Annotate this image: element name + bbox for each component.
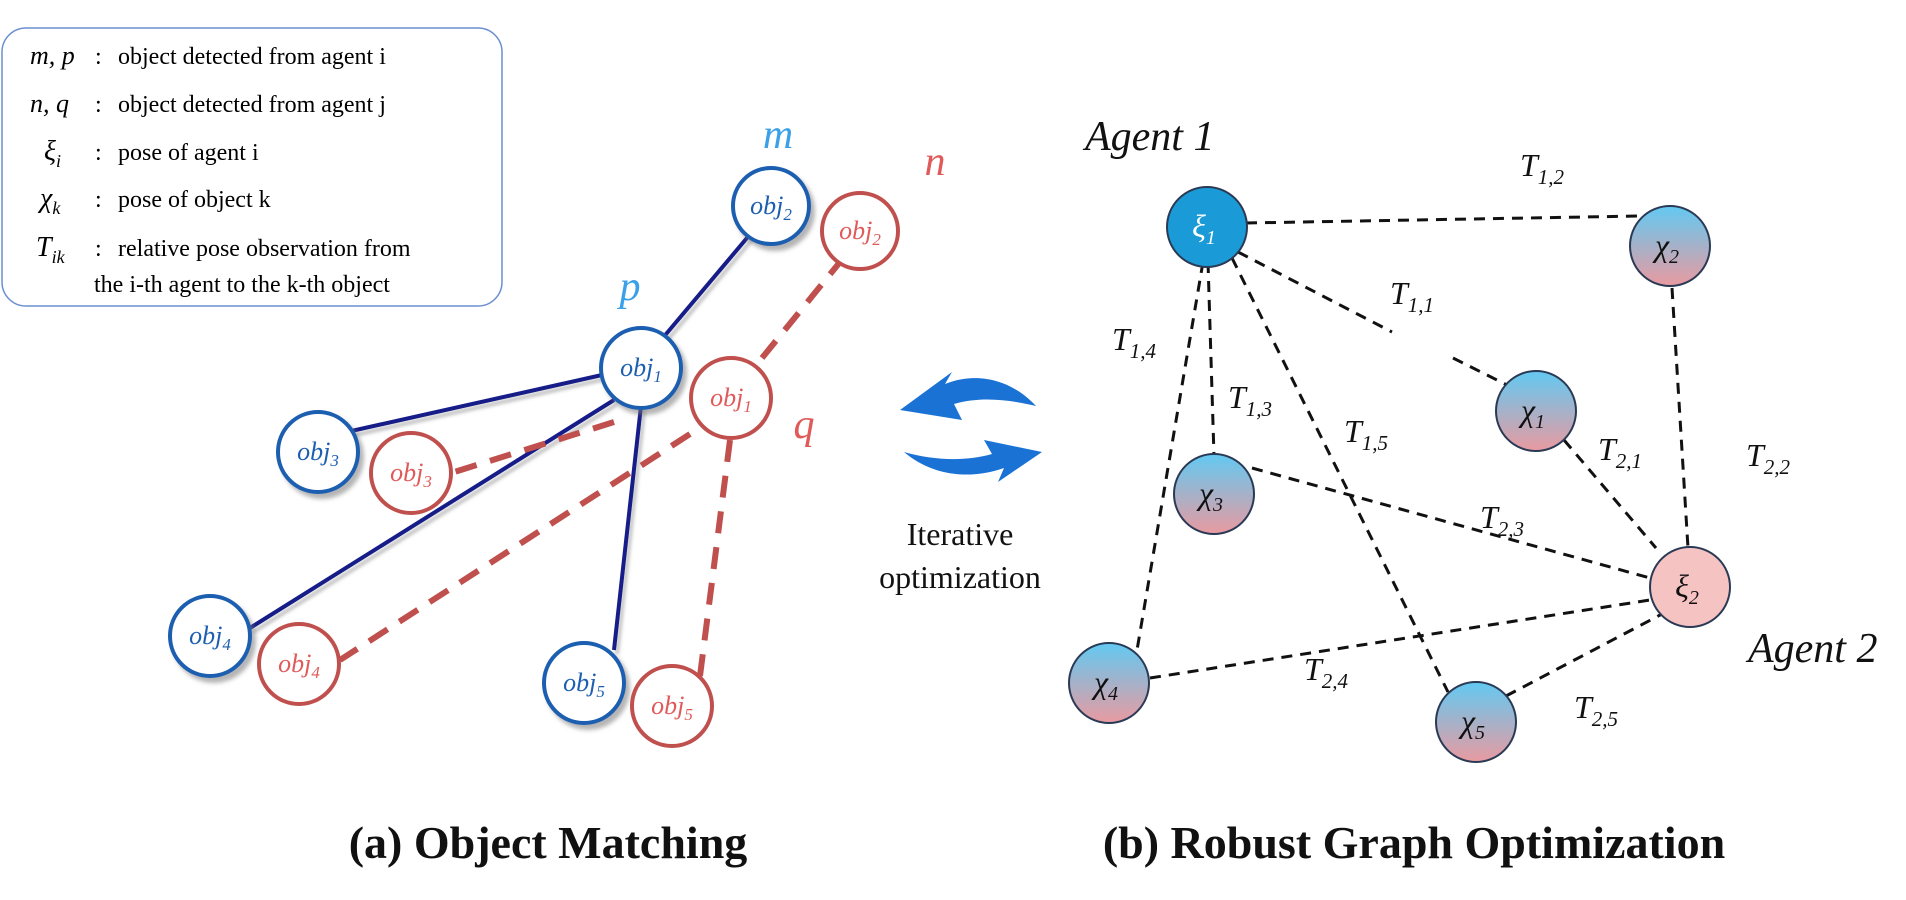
edge-label-t23: T2,3 (1480, 499, 1524, 541)
edge-xi1-chi5 (1230, 257, 1450, 693)
edge-label-t22: T2,2 (1746, 437, 1791, 479)
edge-xi1-chi2 (1245, 214, 1641, 225)
svg-text:obj5: obj5 (563, 668, 605, 701)
red-node-obj5: obj5 (630, 664, 714, 748)
red-nodes: obj2 obj1 obj3 obj4 obj5 (257, 191, 900, 748)
legend-desc-3: pose of agent i (118, 140, 259, 166)
red-node-obj2: obj2 (820, 191, 900, 271)
iteration-indicator: Iterative optimization (879, 372, 1042, 595)
blue-node-obj3: obj3 (276, 410, 360, 494)
legend-desc-1: object detected from agent i (118, 44, 386, 70)
blue-edge-1-5 (612, 405, 643, 651)
red-edge-1-2 (759, 260, 843, 360)
legend-desc-5b: the i-th agent to the k-th object (94, 272, 390, 298)
svg-text:ξ1: ξ1 (1192, 208, 1216, 249)
blue-edge-1-4 (248, 398, 616, 630)
blue-nodes: obj2 obj1 obj3 obj4 obj5 (168, 166, 811, 725)
label-n: n (925, 139, 946, 185)
svg-text:obj1: obj1 (710, 383, 752, 416)
svg-text:χ3: χ3 (1196, 475, 1223, 516)
legend-colon-5: : (95, 236, 102, 262)
label-m: m (763, 112, 793, 158)
red-edge-1-5 (697, 439, 733, 677)
legend-colon-3: : (95, 140, 102, 166)
blue-node-obj2: obj2 (731, 166, 811, 246)
svg-text:obj3: obj3 (297, 437, 339, 470)
red-node-obj3: obj3 (369, 431, 453, 515)
agent2-label: Agent 2 (1745, 626, 1877, 672)
edge-chi5-xi2 (1505, 612, 1663, 698)
node-chi1: χ1 (1495, 370, 1577, 452)
svg-text:ξ2: ξ2 (1675, 568, 1699, 609)
edge-chi1-gap (1452, 356, 1508, 387)
edge-chi4-xi2 (1149, 598, 1651, 680)
iteration-label-line2: optimization (879, 559, 1041, 595)
edge-label-t13: T1,3 (1228, 379, 1272, 421)
agent1-label: Agent 1 (1082, 114, 1214, 160)
edge-chi2-xi2 (1670, 287, 1690, 549)
legend-desc-4: pose of object k (118, 187, 271, 213)
red-node-obj4: obj4 (257, 622, 341, 706)
svg-text:obj2: obj2 (750, 191, 792, 224)
svg-text:χ1: χ1 (1518, 392, 1545, 433)
legend-colon-4: : (95, 187, 102, 213)
legend: m, p : object detected from agent i n, q… (1, 27, 503, 307)
graph-nodes: ξ1 χ2 χ1 χ3 ξ2 χ4 (1068, 186, 1731, 763)
red-edges (338, 260, 843, 677)
node-chi3: χ3 (1173, 453, 1255, 535)
legend-symbol-t: Tik (36, 232, 66, 267)
legend-desc-5: relative pose observation from (118, 236, 411, 262)
svg-text:obj1: obj1 (620, 353, 662, 386)
edge-label-t11: T1,1 (1390, 275, 1434, 317)
caption-object-matching: (a) Object Matching (349, 817, 748, 868)
blue-node-obj5: obj5 (542, 641, 626, 725)
legend-colon-2: : (95, 92, 102, 118)
edge-label-t24: T2,4 (1304, 651, 1349, 693)
edge-xi1-chi4 (1134, 261, 1205, 657)
label-p: p (617, 264, 641, 310)
edge-label-t12: T1,2 (1520, 147, 1565, 189)
legend-desc-2: object detected from agent j (118, 92, 386, 118)
edge-labels: T1,2 T1,1 T1,4 T1,3 T1,5 T2,1 T2,2 T2,3 … (1112, 147, 1791, 731)
svg-text:χ2: χ2 (1652, 227, 1679, 268)
graph-edges (1134, 214, 1690, 698)
svg-text:χ4: χ4 (1091, 664, 1118, 705)
edge-label-t25: T2,5 (1574, 689, 1618, 731)
legend-colon-1: : (95, 44, 102, 70)
edge-xi1-chi3 (1206, 261, 1216, 457)
node-xi1: ξ1 (1166, 186, 1248, 268)
red-edge-1-3 (447, 419, 615, 477)
red-node-obj1: obj1 (689, 356, 773, 440)
edge-label-t14: T1,4 (1112, 321, 1157, 363)
svg-text:obj2: obj2 (839, 216, 881, 249)
node-chi5: χ5 (1435, 681, 1517, 763)
svg-text:χ5: χ5 (1458, 703, 1485, 744)
cycle-arrows-icon (900, 372, 1042, 482)
legend-symbol-nq: n, q (30, 89, 69, 118)
node-xi2: ξ2 (1649, 546, 1731, 628)
svg-text:obj4: obj4 (278, 649, 320, 682)
svg-text:obj3: obj3 (390, 458, 432, 491)
iteration-label-line1: Iterative (907, 516, 1014, 552)
node-chi2: χ2 (1629, 205, 1711, 287)
legend-box (1, 27, 503, 307)
svg-text:obj4: obj4 (189, 621, 231, 654)
edge-xi1-chi1 (1237, 250, 1393, 334)
graph-optimization-panel: ξ1 χ2 χ1 χ3 ξ2 χ4 (1068, 114, 1877, 868)
edge-chi3-xi2 (1251, 466, 1651, 580)
svg-text:obj5: obj5 (651, 691, 693, 724)
legend-symbol-mp: m, p (30, 41, 75, 70)
label-q: q (794, 402, 815, 448)
blue-edge-1-3 (319, 373, 603, 440)
blue-node-obj1: obj1 (599, 326, 683, 410)
object-matching-panel: obj2 obj1 obj3 obj4 obj5 obj2 (168, 112, 946, 868)
node-chi4: χ4 (1068, 642, 1150, 724)
caption-graph-optimization: (b) Robust Graph Optimization (1103, 817, 1725, 868)
edge-label-t21: T2,1 (1598, 431, 1642, 473)
edge-label-t15: T1,5 (1344, 413, 1388, 455)
blue-node-obj4: obj4 (168, 594, 252, 678)
edge-chi1-xi2 (1562, 439, 1658, 549)
